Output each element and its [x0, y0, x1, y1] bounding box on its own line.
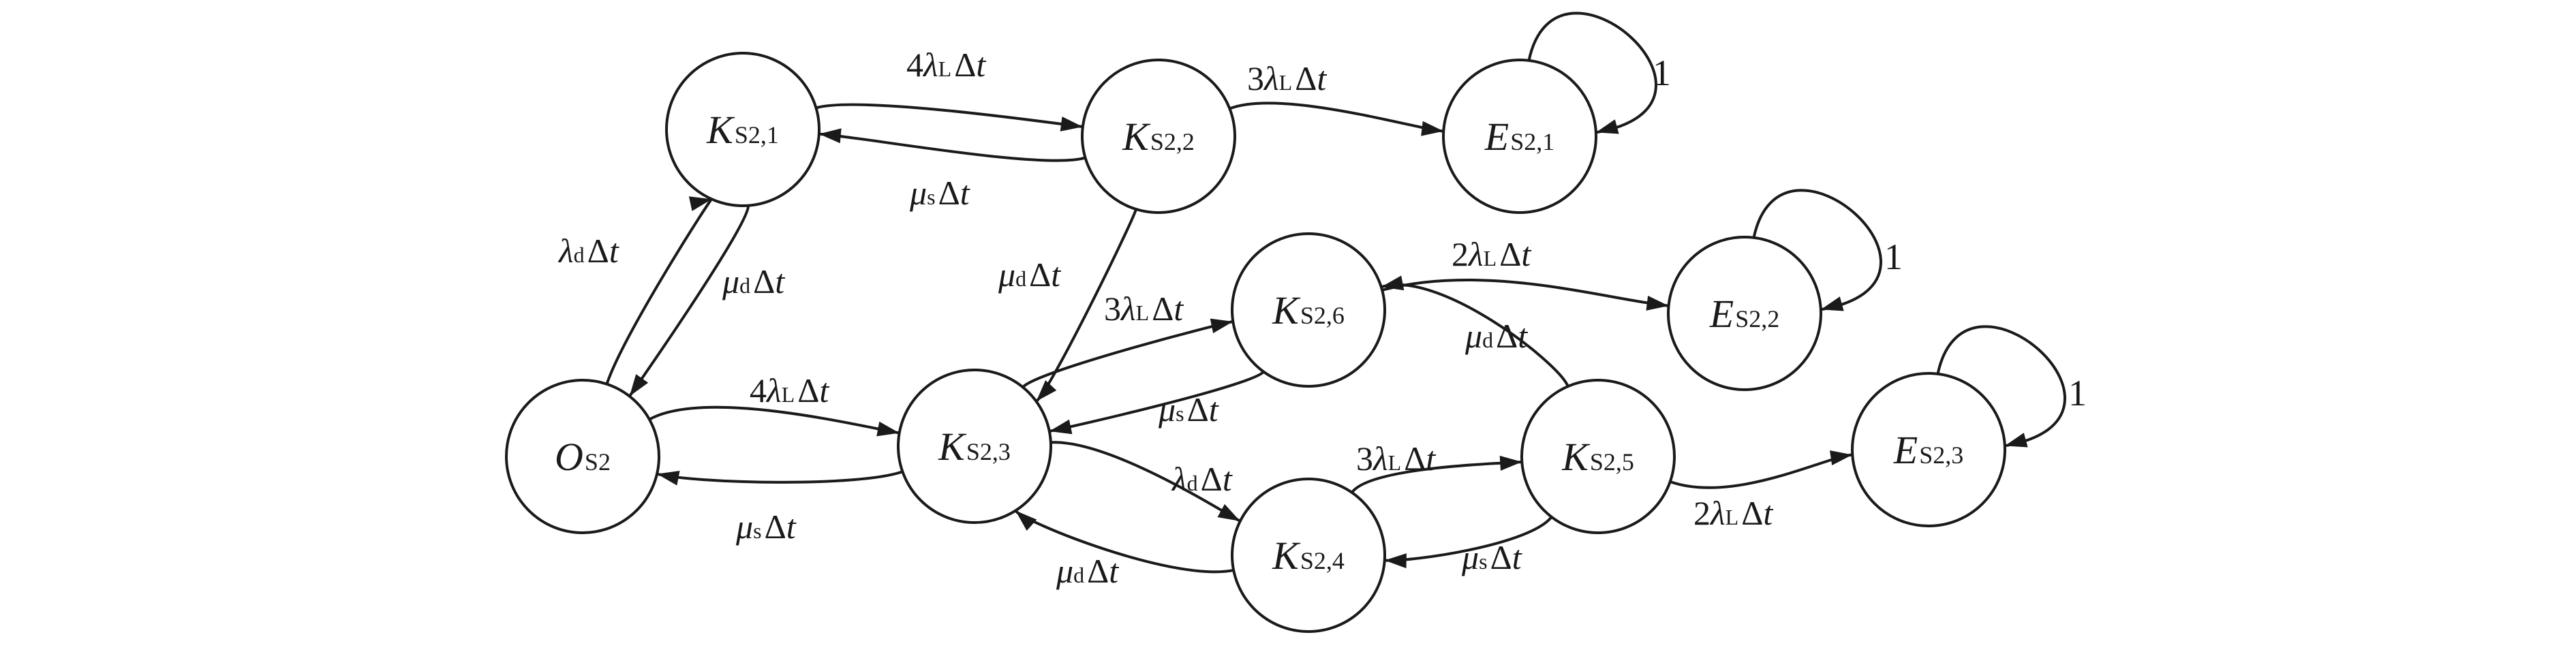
- edge-label-KS21-OS2: μdΔt: [722, 262, 785, 300]
- state-circle-ES21: [1442, 59, 1597, 214]
- state-node-KS26: KS2,6: [1231, 232, 1386, 388]
- edge-labels-layer: λdΔt μdΔt 4λLΔt μsΔt 3λLΔt μdΔt 4λLΔt μsΔt 3λLΔt…: [557, 46, 2087, 590]
- arrowhead-KS23-KS24: [1217, 503, 1240, 521]
- self-loop-label-ES22-loop: 1: [1884, 236, 1903, 277]
- edge-KS24-KS23: [1014, 510, 1234, 574]
- state-node-KS23: KS2,3: [897, 369, 1052, 524]
- arrowhead-KS24-KS25: [1499, 455, 1522, 471]
- arrowhead-KS21-KS22: [1060, 117, 1083, 131]
- arrowhead-ES21-loop: [1595, 119, 1619, 134]
- state-circle-ES23: [1851, 372, 2006, 527]
- state-label-KS22: KS2,2: [1122, 114, 1195, 159]
- state-circle-KS23: [897, 369, 1052, 524]
- edge-KS25-ES23: [1670, 453, 1853, 489]
- edge-label-KS24-KS25: 3λLΔt: [1356, 439, 1436, 478]
- edges-layer: [605, 12, 2066, 574]
- state-node-ES23: ES2,3: [1851, 372, 2006, 527]
- state-circle-OS2: [505, 379, 660, 534]
- state-label-OS2: OS2: [555, 435, 611, 479]
- self-loop-ES21-loop: [1527, 12, 1657, 134]
- edge-label-KS26-KS23: μsΔt: [1158, 390, 1219, 429]
- arrowhead-KS26-ES22: [1646, 296, 1669, 311]
- arrowhead-OS2-KS21: [688, 196, 712, 211]
- edge-KS25-KS26: [1381, 283, 1569, 387]
- state-node-ES22: ES2,2: [1667, 236, 1822, 391]
- edge-KS26-ES22: [1381, 279, 1669, 307]
- state-node-KS25: KS2,5: [1520, 379, 1676, 534]
- state-label-KS24: KS2,4: [1272, 533, 1345, 578]
- arrowhead-KS24-KS23: [1015, 510, 1037, 531]
- arrowhead-KS22-KS23: [1036, 380, 1057, 402]
- state-node-ES21: ES2,1: [1442, 59, 1597, 214]
- edge-KS21-KS22: [815, 103, 1084, 129]
- state-label-KS21: KS2,1: [706, 108, 779, 152]
- arrowhead-KS25-KS26: [1381, 275, 1405, 291]
- edge-label-KS22-KS21: μsΔt: [909, 174, 970, 212]
- edge-label-KS26-ES22: 2λLΔt: [1452, 235, 1531, 273]
- arrowhead-KS21-OS2: [629, 374, 649, 397]
- state-circle-KS24: [1231, 478, 1386, 633]
- state-node-KS24: KS2,4: [1231, 478, 1386, 633]
- edge-label-KS23-OS2: μsΔt: [735, 508, 797, 546]
- edge-label-KS25-KS24: μsΔt: [1461, 538, 1522, 576]
- edge-OS2-KS23: [648, 405, 900, 435]
- arrowhead-KS25-ES23: [1829, 450, 1853, 465]
- state-label-ES21: ES2,1: [1484, 114, 1554, 159]
- state-label-KS25: KS2,5: [1561, 435, 1634, 479]
- edge-label-OS2-KS21: λdΔt: [557, 232, 619, 270]
- state-label-ES23: ES2,3: [1893, 428, 1963, 472]
- edge-label-KS22-ES21: 3λLΔt: [1247, 59, 1327, 97]
- state-node-OS2: OS2: [505, 379, 660, 534]
- edge-KS23-OS2: [656, 470, 904, 484]
- state-node-KS22: KS2,2: [1081, 59, 1236, 214]
- edge-label-KS23-KS26: 3λLΔt: [1104, 290, 1184, 328]
- edge-label-OS2-KS23: 4λLΔt: [750, 371, 829, 409]
- edge-label-KS22-KS23: μdΔt: [998, 255, 1061, 294]
- state-circle-KS21: [665, 52, 821, 207]
- arrowhead-KS22-ES21: [1421, 121, 1444, 136]
- state-circle-KS22: [1081, 59, 1236, 214]
- arrowhead-KS23-KS26: [1210, 318, 1233, 334]
- edge-KS26-KS23: [1049, 371, 1265, 433]
- arrowhead-KS22-KS21: [818, 128, 842, 144]
- state-label-KS26: KS2,6: [1272, 288, 1345, 332]
- arrowhead-KS26-KS23: [1049, 419, 1073, 435]
- edge-KS22-ES21: [1229, 102, 1444, 133]
- arrowhead-KS23-OS2: [657, 470, 680, 486]
- state-circle-KS25: [1520, 379, 1676, 534]
- state-label-KS23: KS2,3: [938, 424, 1011, 469]
- edge-label-KS21-KS22: 4λLΔt: [906, 46, 986, 84]
- edge-KS23-KS26: [1022, 320, 1233, 388]
- arrowhead-ES23-loop: [2004, 433, 2028, 448]
- self-loop-label-ES21-loop: 1: [1653, 52, 1671, 93]
- arrowhead-KS25-KS24: [1384, 553, 1407, 569]
- edge-label-KS25-KS26: μdΔt: [1465, 317, 1528, 355]
- edge-KS22-KS21: [818, 132, 1086, 162]
- arrowhead-ES22-loop: [1820, 296, 1844, 311]
- edge-label-KS24-KS23: μdΔt: [1056, 552, 1119, 590]
- edge-OS2-KS21: [605, 198, 714, 385]
- arrowhead-OS2-KS23: [876, 421, 900, 437]
- edge-label-KS23-KS24: λdΔt: [1171, 460, 1233, 498]
- state-node-KS21: KS2,1: [665, 52, 821, 207]
- state-circle-KS26: [1231, 232, 1386, 388]
- self-loop-ES23-loop: [1936, 325, 2066, 448]
- self-loop-label-ES23-loop: 1: [2068, 373, 2087, 414]
- edge-label-KS25-ES23: 2λLΔt: [1693, 494, 1773, 532]
- state-circle-ES22: [1667, 236, 1822, 391]
- state-label-ES22: ES2,2: [1709, 292, 1779, 336]
- self-loop-ES22-loop: [1752, 189, 1882, 311]
